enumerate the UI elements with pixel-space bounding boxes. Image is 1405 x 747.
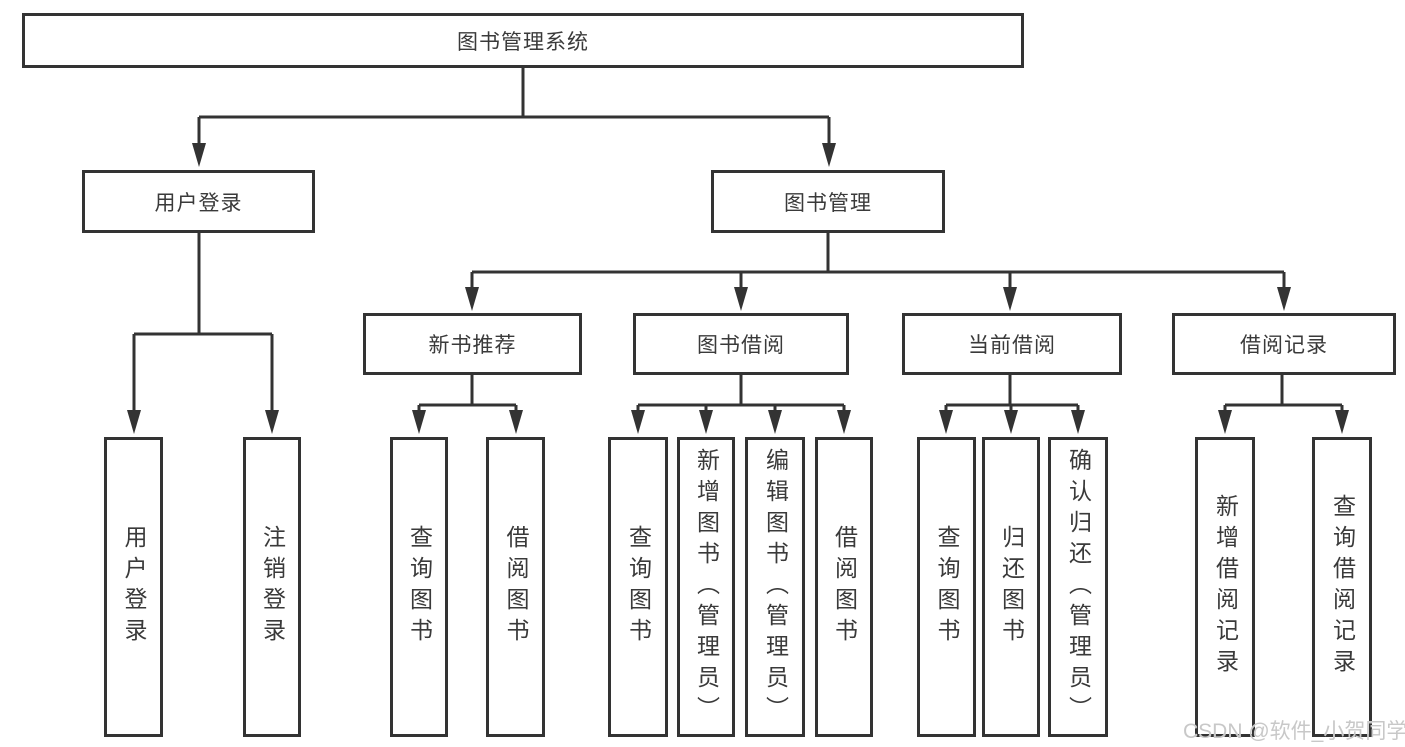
leaf-label: 查询图书 [625, 525, 652, 649]
leaf-label: 用户登录 [121, 525, 147, 649]
leaf-query-books-current: 查询图书 [917, 437, 976, 737]
leaf-label: 归还图书 [998, 525, 1025, 649]
node-label: 借阅记录 [1240, 334, 1328, 357]
leaf-borrow-books-borrowing: 借阅图书 [815, 437, 873, 737]
leaf-add-borrowing-record: 新增借阅记录 [1195, 437, 1255, 737]
node-label: 当前借阅 [968, 334, 1056, 357]
node-new-book-recommendation: 新书推荐 [363, 313, 582, 375]
tree-edges [132, 68, 1344, 412]
leaf-label: 查询图书 [934, 525, 960, 649]
leaf-query-borrowing-record: 查询借阅记录 [1312, 437, 1372, 737]
leaf-query-books-borrowing: 查询图书 [608, 437, 668, 737]
node-label: 新书推荐 [428, 334, 517, 357]
node-book-borrowing: 图书借阅 [633, 313, 849, 375]
node-user-login: 用户登录 [82, 170, 315, 233]
node-label: 图书借阅 [697, 334, 785, 357]
watermark-text: CSDN @软件_小贺同学 [1183, 720, 1405, 743]
node-library-management-system: 图书管理系统 [22, 13, 1024, 68]
node-current-borrowing: 当前借阅 [902, 313, 1122, 375]
leaf-label: 编辑图书（管理员） [762, 447, 789, 727]
leaf-edit-book-admin: 编辑图书（管理员） [745, 437, 805, 737]
node-label: 图书管理 [784, 191, 872, 215]
leaf-borrow-books-recommendation: 借阅图书 [486, 437, 545, 737]
leaf-add-book-admin: 新增图书（管理员） [677, 437, 735, 737]
leaf-label: 注销登录 [259, 525, 286, 649]
node-borrowing-records: 借阅记录 [1172, 313, 1396, 375]
node-book-management: 图书管理 [711, 170, 945, 233]
leaf-label: 借阅图书 [831, 525, 858, 649]
leaf-label: 确认归还（管理员） [1065, 447, 1092, 727]
leaf-confirm-return-admin: 确认归还（管理员） [1048, 437, 1108, 737]
leaf-return-books: 归还图书 [982, 437, 1040, 737]
node-label: 图书管理系统 [457, 30, 589, 54]
leaf-user-login: 用户登录 [104, 437, 163, 737]
node-label: 用户登录 [154, 191, 243, 215]
leaf-label: 新增借阅记录 [1212, 494, 1239, 680]
leaf-label: 新增图书（管理员） [693, 447, 720, 727]
leaf-label: 查询图书 [406, 525, 433, 649]
leaf-label: 借阅图书 [503, 525, 529, 649]
arrowheads [127, 143, 1349, 434]
leaf-logout: 注销登录 [243, 437, 301, 737]
leaf-label: 查询借阅记录 [1329, 494, 1356, 680]
leaf-query-books-recommendation: 查询图书 [390, 437, 448, 737]
